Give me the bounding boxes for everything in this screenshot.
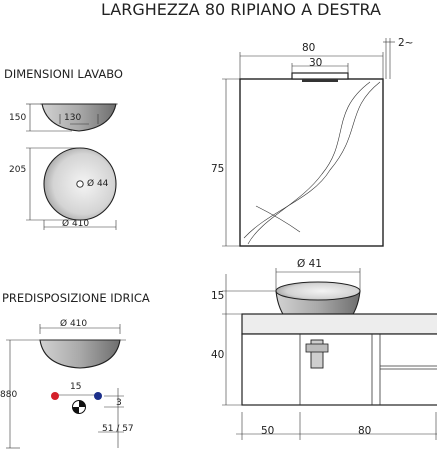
mirror-drawing bbox=[222, 38, 395, 247]
basin-base-width-label: 130 bbox=[64, 113, 81, 123]
plumbing-heading: PREDISPOSIZIONE IDRICA bbox=[2, 291, 150, 305]
mirror-width-label: 80 bbox=[302, 42, 315, 54]
tap-spacing-label: 15 bbox=[70, 382, 81, 392]
drain-diameter-label: Ø 44 bbox=[87, 178, 109, 189]
cabinet-basin-height-label: 15 bbox=[211, 290, 224, 302]
cabinet-height-label: 40 bbox=[211, 349, 224, 361]
mirror-height-label: 75 bbox=[211, 163, 224, 175]
page-title: LARGHEZZA 80 RIPIANO A DESTRA bbox=[101, 0, 381, 19]
basin-top-diameter-label: Ø 410 bbox=[62, 218, 89, 229]
cold-water-connection bbox=[94, 392, 102, 400]
plumbing-basin-elevation bbox=[34, 324, 126, 369]
plumbing-basin-diameter-label: Ø 410 bbox=[60, 318, 87, 329]
tap-offset-label: 3 bbox=[116, 398, 122, 408]
cabinet-width-label: 80 bbox=[358, 425, 371, 437]
cabinet-basin-diameter-label: Ø 41 bbox=[297, 258, 322, 270]
cabinet-depth-label: 50 bbox=[261, 425, 274, 437]
basin-side-view bbox=[26, 103, 118, 132]
drain-symbol bbox=[72, 400, 86, 414]
lamp-width-label: 30 bbox=[309, 57, 322, 69]
basin-top-view bbox=[26, 147, 117, 230]
water-connections bbox=[51, 388, 124, 448]
cabinet-drawing bbox=[222, 268, 437, 440]
basin-top-height-label: 205 bbox=[9, 165, 26, 175]
drain-height-label: 51 / 57 bbox=[102, 424, 134, 434]
mirror-depth-label: 2~ bbox=[398, 37, 413, 49]
total-height-label: 880 bbox=[0, 390, 17, 400]
basin-side-height-label: 150 bbox=[9, 113, 26, 123]
basin-dimensions-heading: DIMENSIONI LAVABO bbox=[4, 67, 123, 81]
total-height-dimension bbox=[6, 339, 34, 449]
hot-water-connection bbox=[51, 392, 59, 400]
